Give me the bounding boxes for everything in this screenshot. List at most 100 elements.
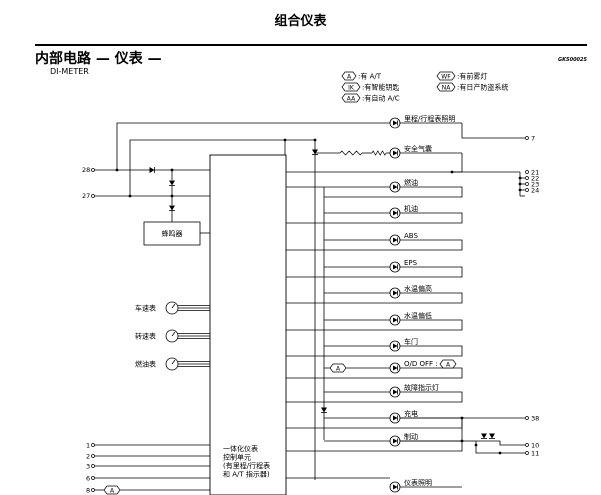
terminal-27-label: 27 bbox=[82, 192, 90, 200]
lamp-arrow bbox=[393, 210, 398, 216]
control-unit-label: 控制单元 bbox=[223, 453, 251, 462]
terminal-22-label: 22 bbox=[531, 175, 539, 183]
gauge-needle bbox=[171, 303, 176, 309]
terminal-28-label: 28 bbox=[82, 166, 90, 174]
junction-dot bbox=[313, 138, 317, 142]
wire bbox=[475, 441, 525, 454]
option-tag-od bbox=[439, 359, 457, 369]
terminal-10-label: 10 bbox=[531, 442, 539, 450]
terminal-circle bbox=[525, 182, 529, 186]
diode-28 bbox=[149, 167, 155, 173]
terminal-circle bbox=[91, 168, 95, 172]
terminal-2-label: 2 bbox=[86, 453, 90, 461]
terminal-circle bbox=[91, 454, 95, 458]
lamp-label-4: ABS bbox=[404, 232, 418, 240]
junction-dot bbox=[518, 176, 522, 180]
lamp-label-2: 燃油 bbox=[404, 178, 418, 187]
gauge-needle bbox=[171, 331, 176, 337]
lamp-ground-wire bbox=[324, 212, 463, 224]
lamp-label-13: 仪表照明 bbox=[404, 478, 432, 487]
legend-text-ik: :有智能钥匙 bbox=[362, 83, 399, 92]
junction-dot bbox=[460, 416, 464, 420]
lamp-arrow bbox=[393, 237, 398, 243]
doc-code: GKS00025 bbox=[558, 57, 587, 63]
lamp-ground-wire bbox=[324, 367, 463, 379]
terminal-circle bbox=[91, 194, 95, 198]
junction-dot bbox=[450, 170, 454, 174]
terminal-circle bbox=[91, 488, 95, 492]
lamp-label-10: 故障指示灯 bbox=[404, 383, 439, 392]
lamp-label-0: 里程/行程表照明 bbox=[404, 114, 455, 123]
terminal-circle bbox=[525, 443, 529, 447]
junction-dot bbox=[170, 168, 174, 172]
terminal-circle bbox=[525, 176, 529, 180]
header-rule bbox=[35, 44, 587, 46]
lamp-label-11: 充电 bbox=[404, 409, 418, 418]
legend-text-a: :有 A/T bbox=[358, 72, 382, 81]
legend-tag-aa bbox=[341, 93, 361, 103]
buzzer-box bbox=[143, 221, 201, 246]
wire bbox=[476, 440, 525, 446]
resistor-symbol bbox=[339, 150, 363, 156]
lamp-arrow bbox=[393, 317, 398, 323]
lamp-ground-wire bbox=[324, 345, 463, 357]
terminal-7-label: 7 bbox=[531, 135, 535, 143]
terminal-circle bbox=[525, 170, 529, 174]
terminal-circle bbox=[91, 476, 95, 480]
components bbox=[91, 71, 529, 495]
lamp-label-8: 车门 bbox=[404, 337, 418, 346]
diode-brake-b bbox=[489, 433, 495, 439]
junction-dot bbox=[518, 182, 522, 186]
diode-brake-a bbox=[481, 433, 487, 439]
illumination-feed bbox=[116, 122, 390, 170]
lamp-ground-wire bbox=[324, 266, 463, 278]
lamp-label-12: 制动 bbox=[404, 432, 418, 441]
gauge-label: 燃油表 bbox=[135, 360, 156, 369]
wire bbox=[452, 153, 463, 173]
option-tag-code: A bbox=[347, 73, 352, 80]
lamp-label-3: 机油 bbox=[404, 204, 418, 213]
junction-dot bbox=[518, 188, 522, 192]
terminal-3-label: 3 bbox=[86, 463, 90, 471]
legend-tag-na bbox=[436, 82, 456, 92]
junction-dot bbox=[460, 439, 464, 443]
buzzer-label: 蜂鸣器 bbox=[162, 229, 183, 238]
terminal-11-label: 11 bbox=[531, 450, 539, 458]
terminal-circle bbox=[525, 188, 529, 192]
junction-dot bbox=[128, 194, 132, 198]
gauge-label: 转速表 bbox=[135, 332, 156, 341]
option-tag-code: A bbox=[110, 487, 115, 494]
lamp-label-7: 水温偏低 bbox=[404, 311, 432, 320]
terminal-38-label: 38 bbox=[531, 415, 539, 423]
control-unit-label: 和 A/T 指示器) bbox=[223, 470, 270, 479]
option-tag-code: NA bbox=[442, 84, 451, 91]
lamp-label-5: EPS bbox=[404, 259, 418, 267]
section-subtitle: DI-METER bbox=[50, 67, 89, 76]
lamp-arrow bbox=[393, 150, 398, 156]
terminal-6-label: 6 bbox=[86, 475, 90, 483]
lamp-arrow bbox=[393, 365, 398, 371]
lamp-arrow bbox=[393, 415, 398, 421]
junction-dot bbox=[115, 168, 119, 172]
terminal-23-label: 23 bbox=[531, 181, 539, 189]
control-unit-label: (有里程/行程表 bbox=[223, 461, 270, 470]
lamp-arrow bbox=[393, 438, 398, 444]
option-tag-code: WF bbox=[441, 73, 451, 80]
terminal-21-label: 21 bbox=[531, 169, 539, 177]
legend-text-wf: :有前雾灯 bbox=[457, 72, 487, 81]
control-unit-label: 一体化仪表 bbox=[223, 444, 258, 453]
junction-dot bbox=[474, 443, 478, 447]
lamp-arrow bbox=[393, 290, 398, 296]
junction-dot bbox=[498, 451, 502, 455]
lamp-arrow bbox=[393, 184, 398, 190]
option-tag-od-feed bbox=[329, 363, 347, 373]
legend-text-aa: :有自动 A/C bbox=[362, 94, 400, 103]
gauge-label: 车速表 bbox=[135, 304, 156, 313]
control-unit-box bbox=[209, 154, 287, 495]
legend-tag-ik bbox=[341, 82, 361, 92]
lamp-ground-wire bbox=[324, 186, 463, 198]
power-bus-right bbox=[129, 139, 316, 480]
option-tag-code: AA bbox=[347, 95, 356, 102]
